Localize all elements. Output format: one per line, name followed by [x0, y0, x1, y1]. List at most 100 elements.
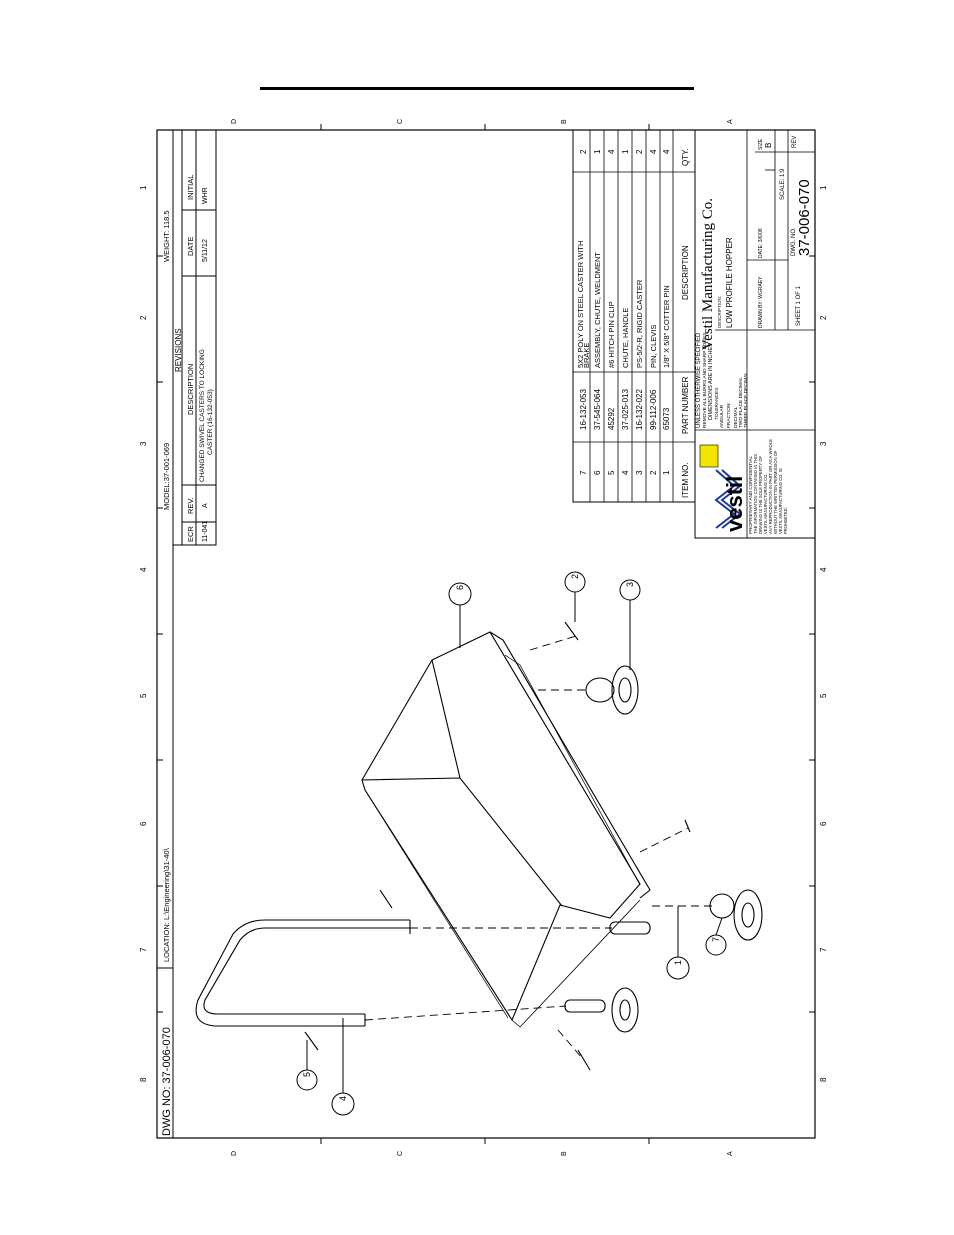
bom-desc: #6 HITCH PIN CLIP [607, 301, 616, 368]
tolerance-block: UNLESS OTHERWISE SPECIFIED REMOVE ALL BU… [696, 332, 749, 428]
zone-b-top: B [561, 119, 568, 124]
clevis-pin [684, 819, 691, 833]
zone-1-right: 1 [819, 185, 828, 190]
zone-7-left: 7 [139, 947, 148, 952]
bom-qty: 1 [593, 149, 602, 154]
rev-row-rev: A [202, 503, 209, 508]
bom-part: 65073 [662, 407, 671, 430]
header-rule [260, 87, 694, 90]
caster-lower [611, 987, 639, 1033]
bom-table: ITEM NO. PART NUMBER DESCRIPTION QTY. 7 … [572, 129, 696, 503]
bom-qty: 1 [621, 149, 630, 154]
revisions-table: REVISIONS ECR REV. DESCRIPTION DATE INIT… [172, 129, 217, 546]
zone-6-left: 6 [139, 821, 148, 826]
rev-header-description: DESCRIPTION [186, 364, 195, 415]
handle-socket-right [609, 921, 651, 935]
bom-item: 4 [621, 470, 630, 475]
zone-7-right: 7 [819, 947, 828, 952]
zone-3-right: 3 [819, 441, 828, 446]
unless-note: UNLESS OTHERWISE SPECIFIED [696, 332, 702, 428]
bom-desc: ASSEMBLY, CHUTE, WELDMENT [593, 252, 602, 368]
zone-a-top: A [727, 119, 734, 124]
zone-numbers-right: 1 2 3 4 5 6 7 8 [819, 185, 828, 1082]
hopper-inner-edge [361, 777, 563, 907]
zone-a-bottom: A [727, 1151, 734, 1156]
bom-qty: 2 [635, 149, 644, 154]
model-label: MODEL:37-001-069 [162, 443, 171, 510]
rev-header-ecr: ECR [186, 526, 195, 542]
proprietary-line: VESTIL MANUFACTURING CO. IS [778, 468, 783, 534]
rev-row-desc-2: CASTER (16-132-053) [207, 389, 214, 455]
bom-header-description: DESCRIPTION [681, 245, 690, 300]
bom-desc: 5X2 POLY ON STEEL CASTER WITH [576, 241, 585, 368]
proprietary-line: PROHIBITED. [783, 507, 788, 534]
vestil-logo: vestil [699, 444, 747, 532]
zone-c-bottom: C [397, 1151, 404, 1156]
drawn-date: DATE: 3/6/08 [758, 228, 764, 258]
zone-2-left: 2 [139, 315, 148, 320]
description-value: LOW PROFILE HOPPER [725, 237, 734, 328]
clevis-pin [577, 1049, 591, 1071]
caster-7 [709, 889, 763, 941]
proprietary-line: ANY REPRODUCTION IN PART OR AS A WHOLE [768, 439, 773, 534]
bom-desc-2: BRAKE [582, 343, 591, 368]
bom-item: 1 [662, 470, 671, 475]
rev-row-initial: WHR [202, 187, 209, 204]
bom-desc: PS-5/2-R, RIGID CASTER [635, 279, 644, 368]
clevis-pin [564, 621, 579, 641]
zone-4-right: 4 [819, 567, 828, 572]
zone-d-bottom: D [231, 1151, 238, 1156]
bom-part: 99-112-006 [649, 389, 658, 430]
balloon-2: 2 [570, 574, 580, 579]
rev-header-date: DATE [186, 237, 195, 256]
decimal-label: DECIMAL [733, 406, 739, 428]
dwg-no-title-label: DWG. NO. [791, 227, 797, 256]
zone-ticks [157, 124, 815, 1144]
tolerances-label: TOLERANCES [714, 388, 720, 420]
rev-row-ecr: 11-041 [202, 521, 209, 542]
bom-item: 2 [649, 470, 658, 475]
balloon-7: 7 [711, 937, 721, 942]
proprietary-line: VESTIL MANUFACTURING CO. [763, 473, 768, 534]
hopper-body [361, 631, 641, 1022]
bom-header-qty: QTY. [681, 148, 690, 166]
zone-8-left: 8 [139, 1077, 148, 1082]
zone-1-left: 1 [139, 185, 148, 190]
bom-item: 6 [593, 470, 602, 475]
balloon-1: 1 [673, 960, 683, 965]
size-label: SIZE [758, 138, 764, 150]
weight-label: WEIGHT: 118.5 [162, 210, 171, 262]
zone-letters: D C B A D C B A [231, 119, 734, 1156]
angular-label: ANGULAR [719, 404, 725, 428]
bom-part: 37-025-013 [621, 389, 630, 430]
rev-header-initial: INITIAL [186, 175, 195, 200]
sheet-value: SHEET 1 OF 1 [796, 285, 802, 326]
company-name: Vestil Manufacturing Co. [700, 198, 716, 350]
bom-qty: 2 [579, 149, 588, 154]
logo-text: vestil [722, 476, 747, 532]
bom-part: 45292 [607, 407, 616, 430]
zone-5-right: 5 [819, 693, 828, 698]
callout-balloons [296, 571, 727, 1116]
zone-c-top: C [397, 119, 404, 124]
proprietary-line: WITHOUT THE WRITTEN PERMISSION OF [773, 450, 778, 534]
zone-2-right: 2 [819, 315, 828, 320]
handle-socket-left [564, 999, 606, 1013]
rev-label: REV [792, 136, 798, 148]
zone-6-right: 6 [819, 821, 828, 826]
bom-header-item: ITEM NO. [681, 462, 690, 498]
remove-burrs-note: REMOVE ALL BURRS AND SHARP EDGES [702, 333, 708, 428]
zone-3-left: 3 [139, 441, 148, 446]
zone-8-right: 8 [819, 1077, 828, 1082]
chute-handle [203, 927, 410, 1015]
drawn-by: DRAWN BY: WGRAEY [758, 276, 764, 328]
title-block: vestil Vestil Manufacturing Co. UNLESS O… [694, 129, 816, 539]
zone-d-top: D [231, 119, 238, 124]
bom-item: 7 [579, 470, 588, 475]
dwg-no-value: 37-006-070 [796, 179, 813, 256]
hitch-pin-clip [304, 1031, 319, 1051]
bom-item: 3 [635, 470, 644, 475]
bom-item: 5 [607, 470, 616, 475]
balloon-4: 4 [338, 1096, 348, 1101]
